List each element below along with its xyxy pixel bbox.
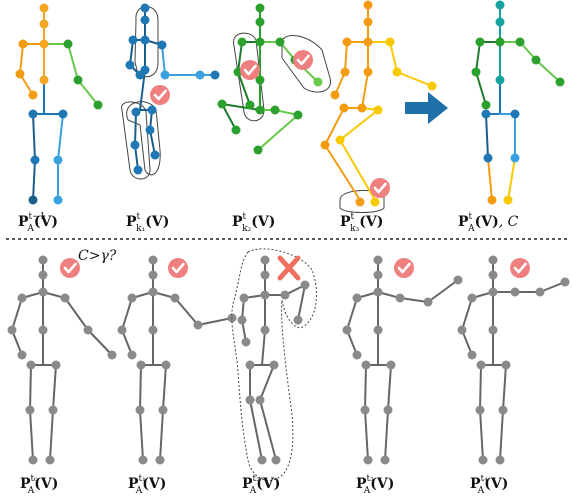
check-icon bbox=[58, 256, 82, 280]
skeleton-t1 bbox=[117, 255, 237, 465]
threshold-question: C>γ? bbox=[78, 248, 117, 264]
skeleton-candidate-k2 bbox=[217, 3, 332, 155]
skeleton-current-frame bbox=[471, 0, 565, 205]
check-icon bbox=[148, 83, 172, 107]
check-icon bbox=[238, 58, 262, 82]
skeleton-candidate-k3 bbox=[320, 0, 437, 213]
skeleton-t3 bbox=[342, 255, 463, 465]
skeleton-previous-frame bbox=[15, 3, 103, 205]
cross-icon bbox=[277, 255, 301, 281]
check-icon bbox=[368, 176, 392, 200]
arrow-right-icon bbox=[405, 92, 448, 124]
skeleton-t0 bbox=[7, 255, 117, 465]
check-icon bbox=[291, 48, 315, 72]
check-icon bbox=[508, 256, 532, 280]
check-icon bbox=[392, 256, 416, 280]
skeleton-candidate-k1 bbox=[121, 3, 220, 180]
skeleton-t2-rejected bbox=[231, 248, 317, 481]
skeleton-t4 bbox=[457, 255, 570, 465]
check-icon bbox=[166, 256, 190, 280]
